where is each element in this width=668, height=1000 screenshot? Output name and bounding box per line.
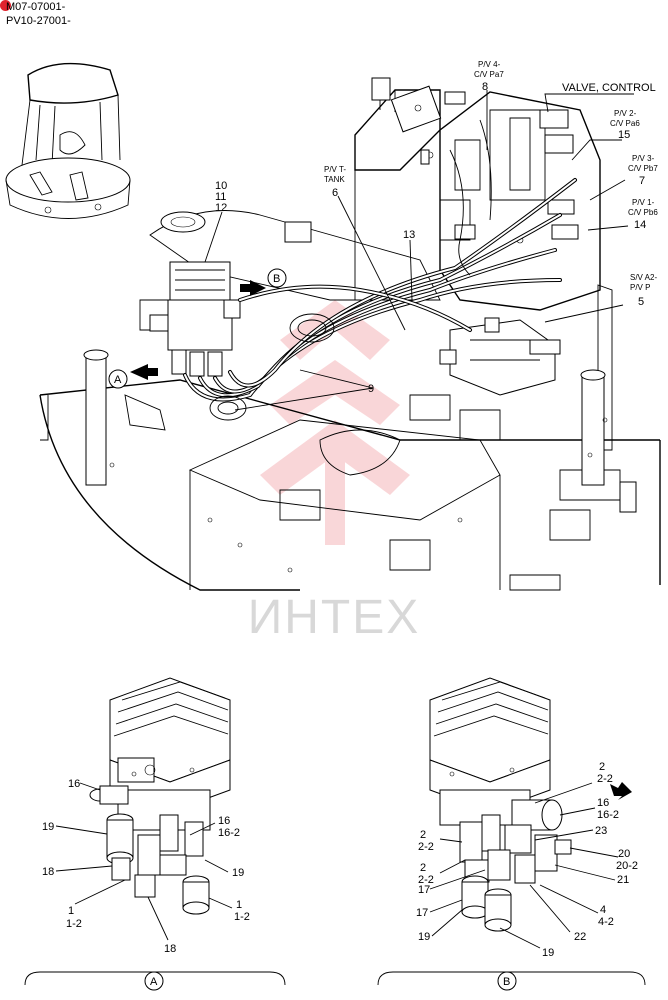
label-pvt-line1: P/V T- [324, 165, 346, 174]
detail-a-num-16-right: 16 [218, 815, 230, 827]
detail-a-title: A [150, 976, 158, 988]
detail-b-title: B [503, 976, 510, 988]
detail-b-num-23: 23 [595, 825, 607, 837]
detail-b-num-16-2: 16-2 [597, 809, 619, 821]
view-arrows [130, 280, 632, 800]
label-num-9: 9 [368, 383, 374, 395]
label-sv-line2: P/V P [630, 283, 650, 292]
label-num-6: 6 [332, 187, 338, 199]
main-leader-lines [204, 90, 634, 411]
label-pv2-line1: P/V 2- [614, 109, 637, 118]
detail-a-num-18-left: 18 [42, 866, 54, 878]
label-num-7: 7 [639, 175, 645, 187]
label-pv4-line2: C/V Pa7 [474, 70, 504, 79]
label-pv4-line1: P/V 4- [478, 60, 501, 69]
detail-b-num-2-top: 2 [599, 761, 605, 773]
machine-thumbnail [5, 62, 131, 219]
detail-a-num-1-right: 1 [236, 899, 242, 911]
detail-b-num-2-2-low: 2-2 [418, 874, 434, 886]
label-pv3-line1: P/V 3- [632, 154, 655, 163]
detail-b-num-2-2-top: 2-2 [597, 773, 613, 785]
label-valve-control: VALVE, CONTROL [562, 82, 656, 94]
watermark-text: ИНТЕХ [247, 591, 421, 644]
label-num-15: 15 [618, 129, 630, 141]
detail-b-title-circle [497, 971, 517, 991]
detail-b-num-20-2: 20-2 [616, 860, 638, 872]
label-pv2-line2: C/V Pa6 [610, 119, 640, 128]
detail-b-bracket [377, 971, 646, 986]
solenoid-valve [439, 317, 561, 396]
label-pv3-line2: C/V Pb7 [628, 164, 658, 173]
detail-b-num-20: 20 [618, 848, 630, 860]
detail-b-drawing [429, 677, 572, 932]
label-num-13: 13 [403, 229, 415, 241]
detail-b-num-2-mid: 2 [420, 829, 426, 841]
detail-b-num-21: 21 [617, 874, 629, 886]
label-sv-line1: S/V A2- [630, 273, 657, 282]
detail-a-num-16: 16 [68, 778, 80, 790]
hose-bundle [183, 119, 577, 421]
callout-a-circle [108, 369, 128, 389]
label-pvt-line2: TANK [324, 175, 345, 184]
detail-a-title-circle [144, 971, 164, 991]
pilot-valve [149, 261, 241, 377]
serial-range-2: PV10-27001- [6, 15, 71, 27]
detail-b-num-17-lower: 17 [416, 907, 428, 919]
detail-a-drawing [89, 677, 231, 915]
serial-range-1: M07-07001- [6, 1, 66, 13]
detail-b-num-17-upper: 17 [418, 884, 430, 896]
detail-a-num-19-right: 19 [232, 867, 244, 879]
label-num-8: 8 [482, 81, 488, 93]
detail-b-num-2-low: 2 [420, 862, 426, 874]
detail-b-num-2-2-mid: 2-2 [418, 841, 434, 853]
detail-a-num-1-2-left: 1-2 [66, 918, 82, 930]
callout-b-circle [267, 268, 287, 288]
detail-a-num-1-left: 1 [68, 905, 74, 917]
detail-a-num-19-left: 19 [42, 821, 54, 833]
label-num-11: 11 [215, 191, 226, 203]
detail-b-num-22: 22 [574, 931, 586, 943]
detail-b-num-19-bottom: 19 [542, 947, 554, 959]
detail-b-num-16: 16 [597, 797, 609, 809]
label-num-10: 10 [215, 180, 227, 192]
detail-b-num-4-2: 4-2 [598, 916, 614, 928]
detail-a-num-18-bottom: 18 [164, 943, 176, 955]
label-num-5: 5 [638, 296, 644, 308]
detail-b-num-19-left: 19 [418, 931, 430, 943]
detail-a-num-16-2-right: 16-2 [218, 827, 240, 839]
label-pv1-line1: P/V 1- [632, 198, 655, 207]
detail-a-num-1-2-right: 1-2 [234, 911, 250, 923]
label-num-12: 12 [215, 202, 227, 214]
callout-b-label: B [273, 273, 280, 285]
control-valve-assembly [354, 77, 601, 311]
label-num-14: 14 [634, 219, 646, 231]
corner-badge [0, 0, 11, 11]
detail-a-leaders [55, 782, 233, 941]
detail-b-leaders [429, 782, 619, 949]
upper-frame [39, 210, 661, 591]
callout-a-label: A [114, 374, 122, 386]
detail-b-num-4: 4 [600, 904, 606, 916]
label-pv1-line2: C/V Pb6 [628, 208, 658, 217]
